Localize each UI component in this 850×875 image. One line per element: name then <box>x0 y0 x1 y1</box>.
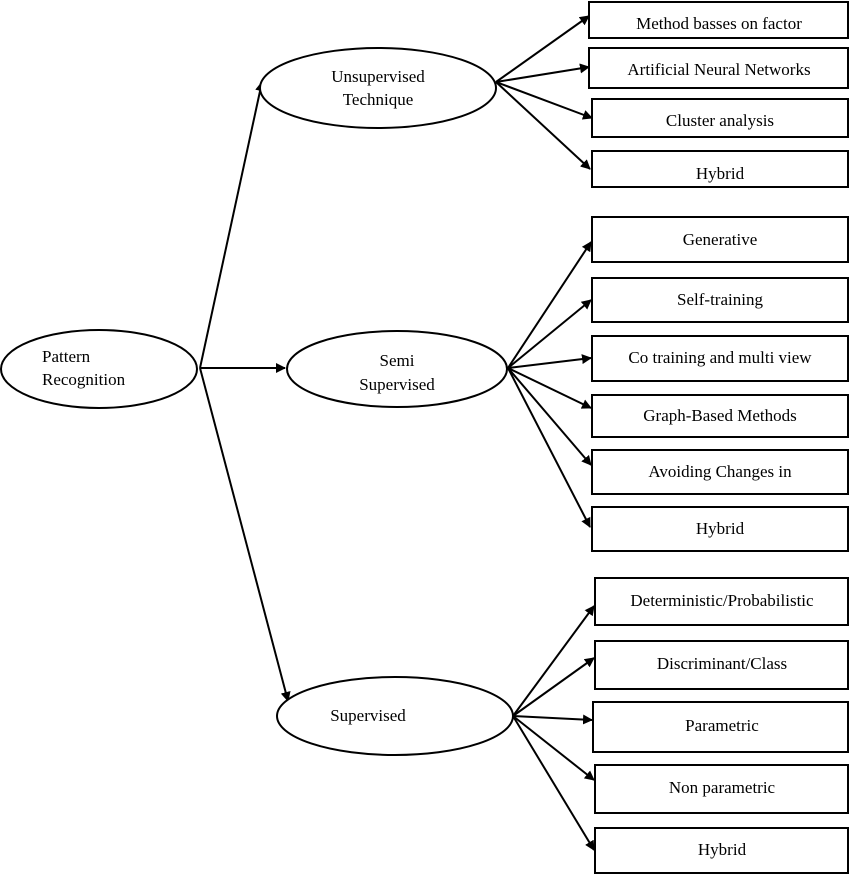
unsupervised-item-label-2: Artificial Neural Networks <box>627 60 810 79</box>
supervised-to-item-2-arrow <box>512 657 595 717</box>
semi-supervised-label-line-1: Semi <box>380 351 415 370</box>
unsupervised-label-line-2: Technique <box>343 90 414 109</box>
supervised-item-box-4 <box>594 764 849 814</box>
root-ellipse <box>0 329 198 409</box>
unsupervised-node: Unsupervised Technique <box>259 47 497 129</box>
supervised-item-box-5 <box>594 827 849 874</box>
root-label-line-2: Recognition <box>42 370 126 389</box>
semi-to-item-6-arrow <box>507 367 591 528</box>
unsupervised-item-label-1: Method basses on factor <box>636 14 802 33</box>
supervised-item-box-1 <box>594 577 849 626</box>
semi-to-item-5-arrow <box>507 367 592 466</box>
semi-item-box-3 <box>591 335 849 382</box>
semi-item-label-2: Self-training <box>677 290 763 309</box>
semi-item-label-5: Avoiding Changes in <box>648 462 792 481</box>
supervised-to-item-3-arrow <box>512 714 593 725</box>
supervised-to-item-5-arrow <box>512 715 595 851</box>
semi-to-item-4-arrow <box>507 367 592 409</box>
semi-supervised-items: Generative Self-training Co training and… <box>591 216 849 552</box>
unsupervised-to-item-1-arrow <box>495 15 590 83</box>
supervised-label: Supervised <box>330 706 406 725</box>
semi-to-item-2-arrow <box>507 299 592 369</box>
supervised-item-box-3 <box>592 701 849 753</box>
semi-item-box-4 <box>591 394 849 438</box>
supervised-item-label-5: Hybrid <box>698 840 747 859</box>
unsupervised-item-box-2 <box>588 47 849 89</box>
root-label-line-1: Pattern <box>42 347 91 366</box>
unsupervised-ellipse <box>259 47 497 129</box>
supervised-to-item-4-arrow <box>512 715 595 781</box>
semi-supervised-ellipse <box>286 330 508 408</box>
semi-item-label-1: Generative <box>683 230 758 249</box>
unsupervised-to-item-3-arrow <box>495 81 593 120</box>
supervised-item-label-1: Deterministic/Probabilistic <box>630 591 814 610</box>
unsupervised-items: Method basses on factor Artificial Neura… <box>588 1 849 188</box>
semi-supervised-label-line-2: Supervised <box>359 375 435 394</box>
supervised-item-label-4: Non parametric <box>669 778 776 797</box>
semi-to-item-3-arrow <box>507 354 592 369</box>
supervised-node: Supervised <box>276 676 514 756</box>
semi-to-item-1-arrow <box>507 241 592 369</box>
unsupervised-item-box-1 <box>588 1 849 39</box>
supervised-item-label-3: Parametric <box>685 716 759 735</box>
root-to-unsupervised-arrow <box>199 81 265 369</box>
supervised-item-box-2 <box>594 640 849 690</box>
semi-item-label-6: Hybrid <box>696 519 745 538</box>
semi-item-label-4: Graph-Based Methods <box>643 406 796 425</box>
root-node: Pattern Recognition <box>0 329 198 409</box>
semi-item-box-6 <box>591 506 849 552</box>
unsupervised-label-line-1: Unsupervised <box>331 67 425 86</box>
unsupervised-item-label-4: Hybrid <box>696 164 745 183</box>
supervised-items: Deterministic/Probabilistic Discriminant… <box>592 577 849 874</box>
semi-supervised-node: Semi Supervised <box>286 330 508 408</box>
semi-item-box-2 <box>591 277 849 323</box>
unsupervised-to-item-2-arrow <box>495 63 590 83</box>
unsupervised-item-label-3: Cluster analysis <box>666 111 774 130</box>
supervised-item-label-2: Discriminant/Class <box>657 654 787 673</box>
unsupervised-item-box-4 <box>591 150 849 188</box>
semi-item-box-1 <box>591 216 849 263</box>
semi-item-label-3: Co training and multi view <box>628 348 812 367</box>
unsupervised-item-box-3 <box>591 98 849 138</box>
unsupervised-to-item-4-arrow <box>495 81 591 170</box>
supervised-to-item-1-arrow <box>512 605 595 717</box>
edges-layer <box>199 15 595 851</box>
supervised-ellipse <box>276 676 514 756</box>
semi-item-box-5 <box>591 449 849 495</box>
root-to-supervised-arrow <box>199 367 291 702</box>
